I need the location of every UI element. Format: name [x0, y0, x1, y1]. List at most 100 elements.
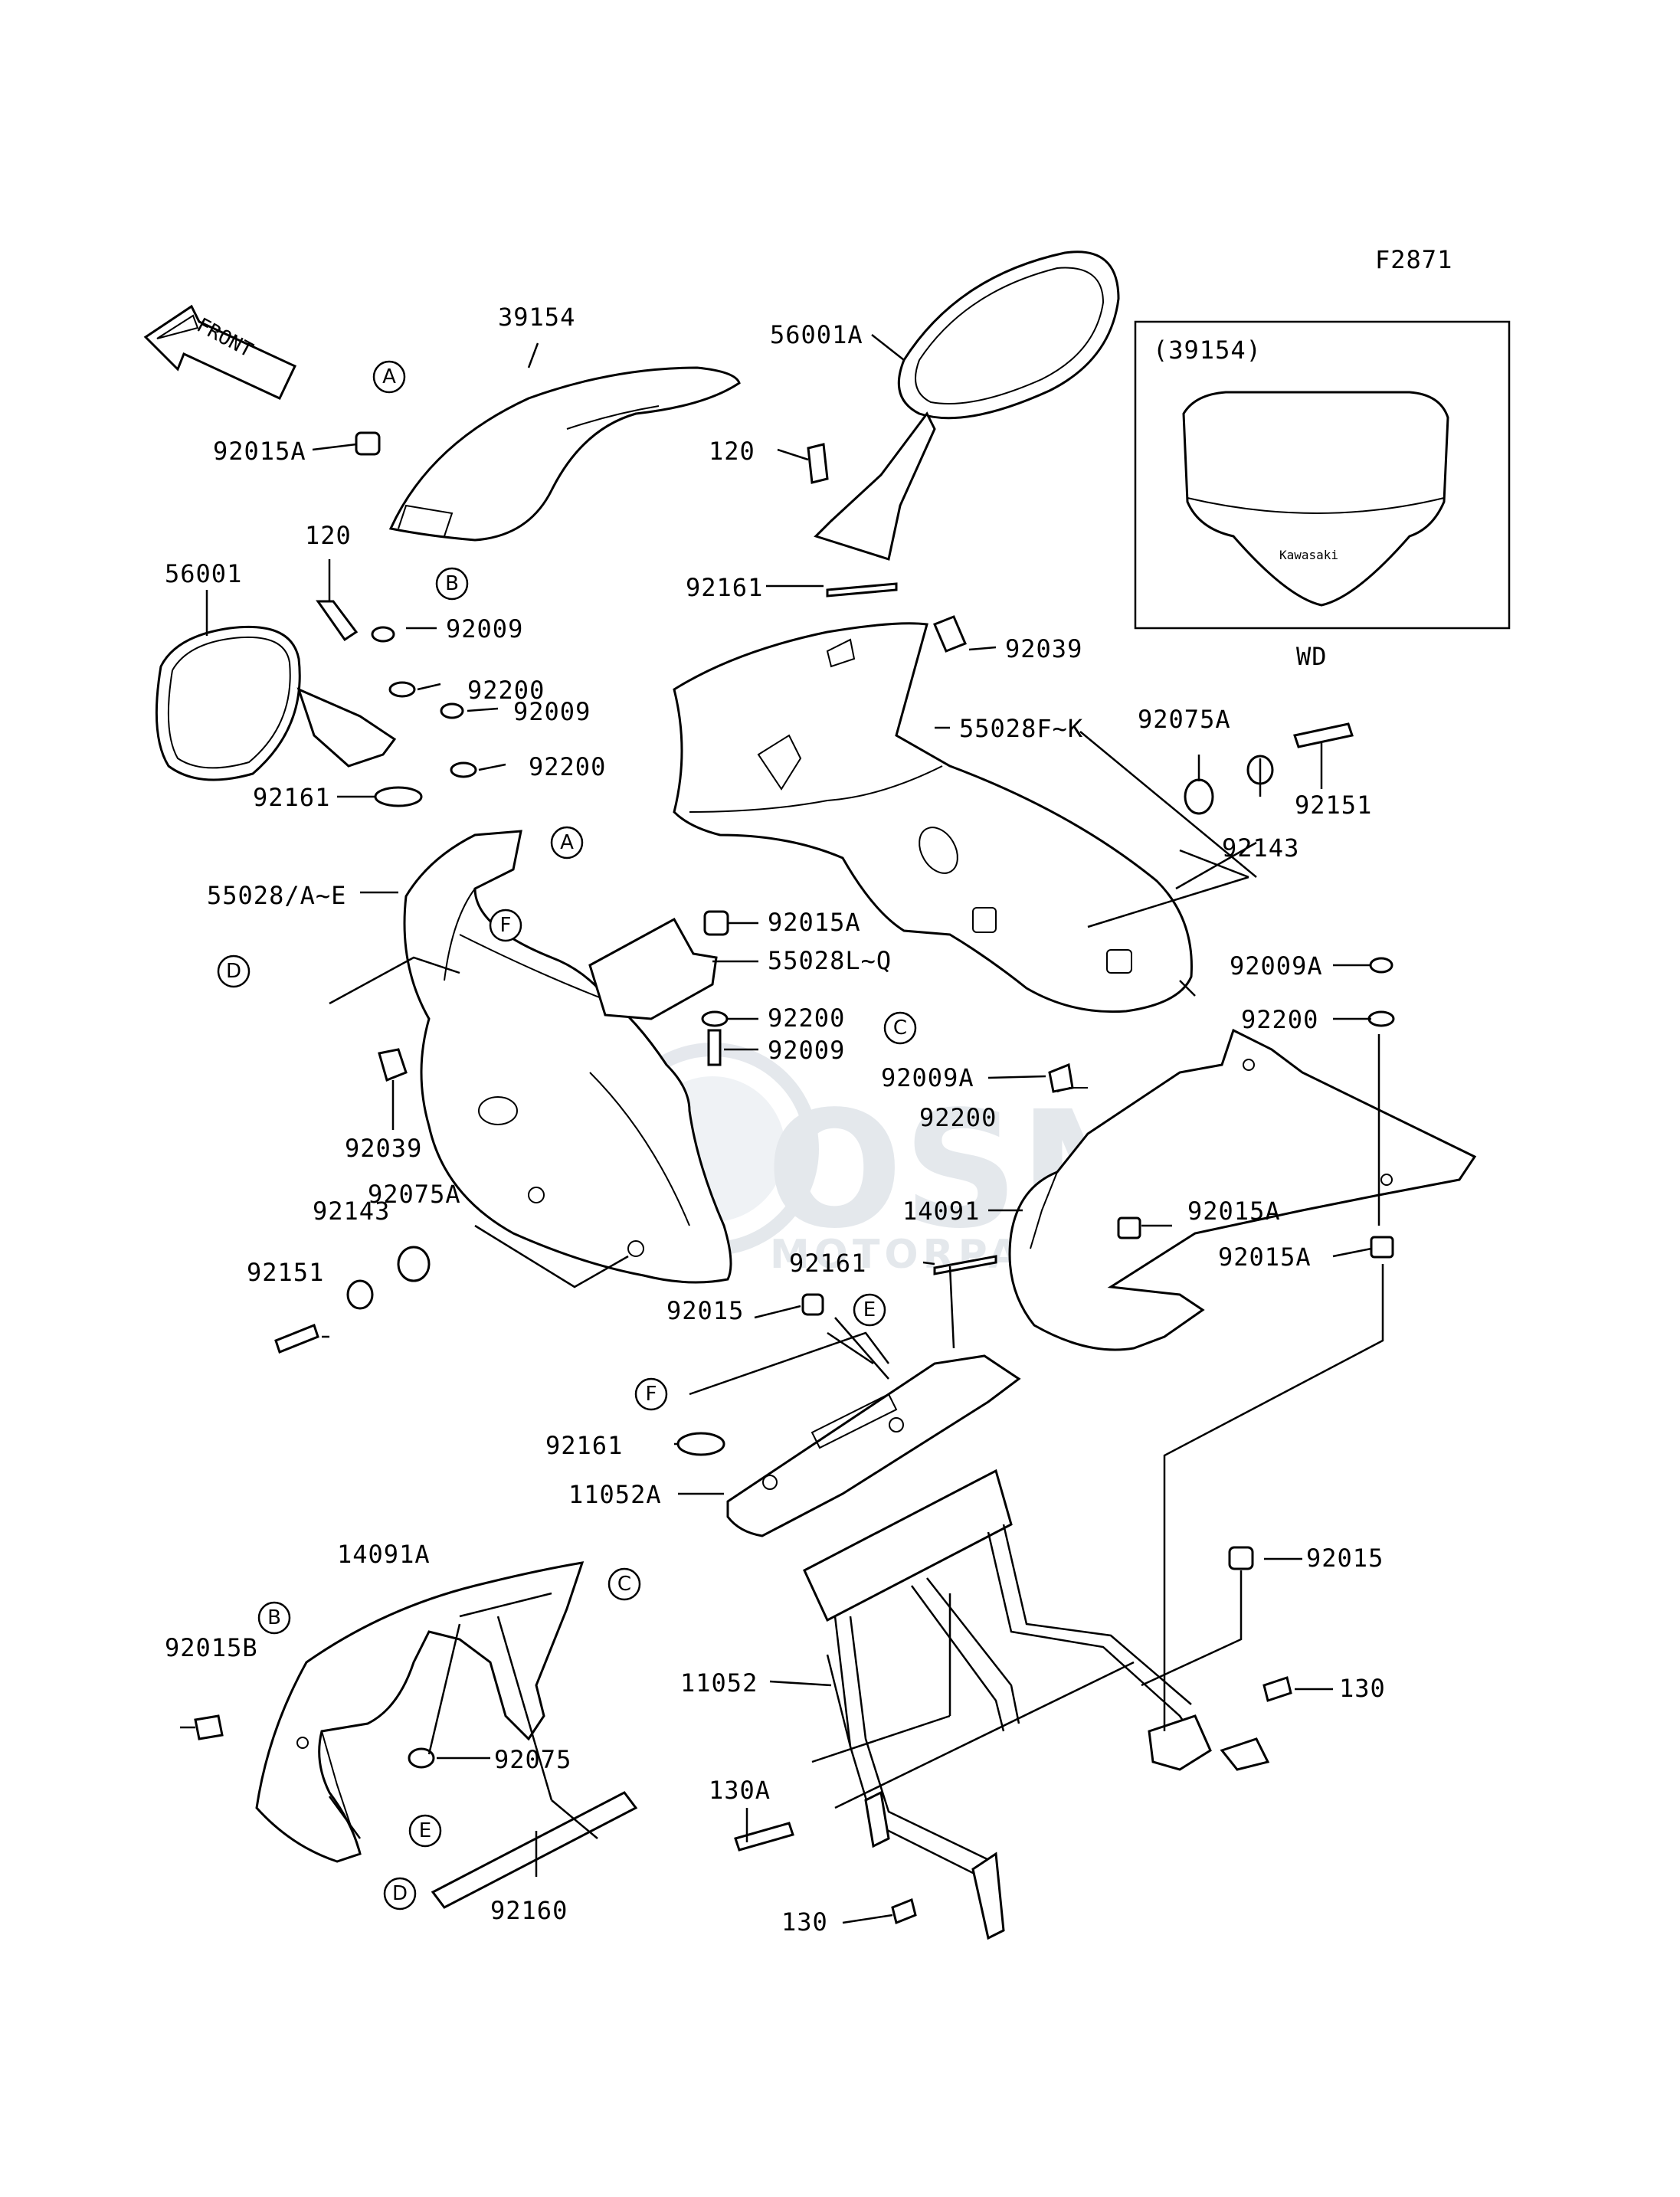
upper-cowl-55028F-K [673, 622, 1193, 1013]
label-92075: 92075 [494, 1745, 571, 1774]
callout-circles: A B A F D C E F C B E D [217, 360, 917, 1911]
label-92151-left: 92151 [247, 1258, 324, 1287]
washer-92200-right-icon [1367, 1010, 1395, 1027]
bolt-130-lower-icon [891, 1897, 917, 1925]
callout-F-bracket: F [646, 1383, 657, 1406]
callout-F-left: F [500, 914, 512, 937]
label-120-right: 120 [709, 437, 755, 466]
rivet-92039-left-icon [378, 1048, 408, 1082]
label-56001A: 56001A [770, 320, 863, 349]
rivet-92039-right-icon [933, 615, 967, 653]
label-120-left: 120 [305, 521, 352, 550]
stay-11052 [803, 1468, 1270, 1940]
label-14091: 14091 [902, 1197, 980, 1226]
label-56001: 56001 [165, 559, 242, 588]
label-92200-center: 92200 [768, 1004, 845, 1033]
grommet-92075A-right-icon [1184, 778, 1214, 815]
bolt-120-right-icon [807, 443, 829, 484]
figure-code: F2871 [1375, 245, 1452, 274]
label-11052: 11052 [680, 1668, 758, 1698]
label-92143-right: 92143 [1222, 833, 1299, 863]
label-92200-1: 92200 [467, 676, 545, 705]
callout-D-left: D [226, 960, 241, 983]
label-92015-center: 92015 [666, 1296, 744, 1325]
label-92009-center: 92009 [768, 1036, 845, 1065]
label-92161-right: 92161 [686, 573, 763, 602]
bracket-11052A [726, 1354, 1021, 1537]
label-55028-A-E: 55028/A~E [207, 881, 346, 910]
screw-92009A-right-icon [1369, 957, 1393, 974]
collar-92143-left-icon [346, 1279, 374, 1310]
washer-92200-2-icon [450, 761, 477, 778]
label-92009-1: 92009 [446, 614, 523, 643]
label-92200-center-right: 92200 [919, 1103, 997, 1132]
bolt-92151-left-icon [274, 1324, 319, 1354]
windshield-39154 [388, 366, 741, 542]
label-92015-right: 92015 [1306, 1544, 1384, 1573]
label-92009A-right: 92009A [1230, 951, 1323, 981]
front-arrow-icon: FRONT [143, 304, 297, 400]
callout-E-lower: E [419, 1819, 431, 1842]
mirror-56001 [155, 625, 397, 781]
nut-92015A-top-icon [355, 431, 381, 456]
nut-92015-center-icon [801, 1293, 824, 1316]
inset-wd: (39154) Kawasaki WD [1134, 320, 1511, 671]
callout-A-top: A [382, 365, 396, 388]
bolt-130A-icon [734, 1822, 794, 1852]
callout-E-center: E [863, 1298, 876, 1321]
mirror-56001A [814, 250, 1120, 561]
seal-92161-left-icon [374, 786, 423, 807]
inset-title: (39154) [1153, 336, 1262, 365]
label-92161-left: 92161 [253, 783, 330, 812]
label-92161-lower: 92161 [789, 1249, 866, 1278]
label-92200-2: 92200 [529, 752, 606, 781]
label-130-lower: 130 [781, 1907, 828, 1937]
label-92015A-center: 92015A [768, 908, 861, 937]
label-39154: 39154 [498, 303, 575, 332]
label-92151-right: 92151 [1295, 791, 1372, 820]
sponge-92160 [431, 1791, 638, 1909]
label-92015A-top: 92015A [213, 437, 306, 466]
label-130A: 130A [709, 1776, 771, 1805]
label-92075A-right: 92075A [1138, 705, 1231, 734]
callout-A-left: A [560, 831, 574, 854]
label-92039-right: 92039 [1005, 634, 1082, 663]
inner-panel-55028L-Q [588, 917, 718, 1020]
nut-92015-right-icon [1228, 1546, 1254, 1570]
inner-cover-14091 [1008, 1028, 1477, 1351]
grommet-92075-icon [408, 1747, 435, 1769]
seal-92161-right-icon [826, 582, 898, 598]
inset-frame [1134, 320, 1511, 630]
callout-D-lower: D [392, 1882, 408, 1905]
label-92009-2: 92009 [513, 697, 591, 726]
left-cowl-55028-A-E [403, 830, 732, 1284]
label-92161-bracket: 92161 [545, 1431, 623, 1460]
nut-92015A-right-icon [1117, 1216, 1141, 1239]
windshield-inset [1182, 391, 1449, 607]
washer-92200-1-icon [388, 681, 416, 698]
inset-brand: Kawasaki [1279, 548, 1338, 562]
callout-C-lower: C [617, 1573, 631, 1596]
label-92039-left: 92039 [345, 1134, 422, 1163]
screw-92009-2-icon [440, 702, 464, 719]
label-14091A: 14091A [337, 1540, 431, 1569]
inset-caption: WD [1296, 642, 1328, 671]
seal-92161-bracket-icon [676, 1432, 725, 1456]
label-55028L-Q: 55028L~Q [768, 946, 892, 975]
label-92143-left: 92143 [313, 1197, 390, 1226]
label-11052A: 11052A [568, 1480, 662, 1509]
label-92015B: 92015B [165, 1633, 258, 1662]
label-92075A-left: 92075A [368, 1180, 461, 1209]
label-92015A-far-right: 92015A [1218, 1243, 1312, 1272]
leader-lines [180, 334, 1384, 1924]
nut-92015B-icon [194, 1714, 224, 1740]
callout-B-lower: B [267, 1606, 281, 1629]
label-55028F-K: 55028F~K [959, 714, 1083, 743]
callout-C-center: C [893, 1017, 907, 1040]
screw-92009-center-icon [707, 1029, 722, 1066]
label-92160: 92160 [490, 1896, 568, 1925]
bolt-120-left-icon [316, 600, 359, 642]
bolt-130-right-icon [1262, 1676, 1292, 1702]
label-92200-right: 92200 [1241, 1005, 1318, 1034]
label-92015A-right: 92015A [1187, 1197, 1281, 1226]
